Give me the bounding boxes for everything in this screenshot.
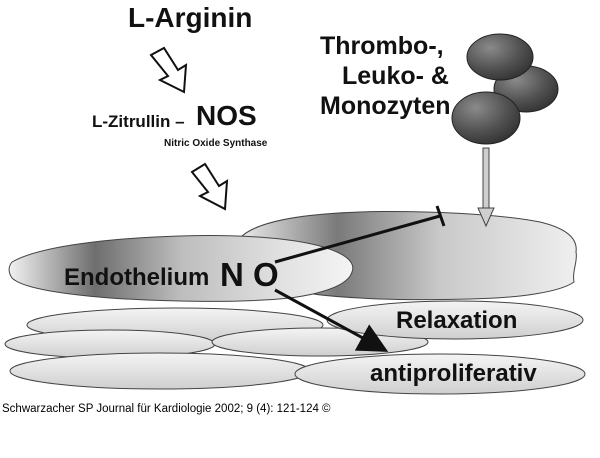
relaxation-label: Relaxation bbox=[396, 307, 518, 334]
smooth-muscle-layer bbox=[4, 300, 586, 395]
effect-arrow bbox=[274, 288, 389, 352]
hollow-arrow-nos bbox=[190, 162, 229, 211]
cells-down-arrow bbox=[477, 147, 495, 228]
arginin-label: L-Arginin bbox=[128, 2, 253, 33]
blood-cells bbox=[451, 33, 559, 145]
cells-label-line2: Leuko- & bbox=[342, 62, 449, 90]
blood-cell-icon bbox=[466, 33, 534, 81]
antiproliferative-label: antiproliferativ bbox=[370, 360, 537, 387]
zitrullin-label: L-Zitrullin – bbox=[92, 112, 185, 131]
endothelium-label: Endothelium bbox=[64, 264, 210, 291]
muscle-cell bbox=[9, 352, 311, 390]
cells-label-line3: Monozyten bbox=[320, 92, 451, 120]
hollow-arrow-arginin bbox=[149, 46, 188, 94]
muscle-cell bbox=[294, 353, 586, 395]
inhibition-line bbox=[274, 205, 446, 264]
nos-full-label: Nitric Oxide Synthase bbox=[164, 138, 268, 149]
blood-cell-icon bbox=[451, 91, 521, 145]
endothelial-cell-left bbox=[8, 234, 354, 302]
nos-label: NOS bbox=[196, 100, 257, 131]
no-label: N O bbox=[220, 256, 279, 293]
cells-label-line1: Thrombo-, bbox=[320, 32, 444, 60]
endothelium-layer bbox=[8, 211, 577, 302]
citation: Schwarzacher SP Journal für Kardiologie … bbox=[2, 403, 331, 415]
